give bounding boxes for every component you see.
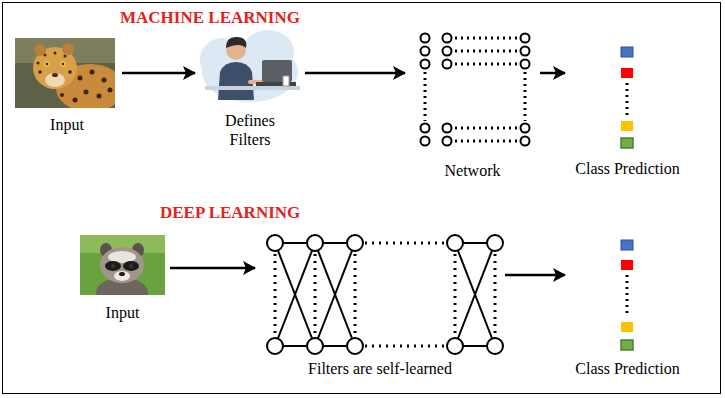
flow-arrow [170,267,255,270]
class-prediction-node: Class Prediction [565,40,690,178]
node-label: Class Prediction [575,159,679,178]
class-prediction-figure [621,240,633,350]
node-label: Filters are self-learned [308,359,452,378]
network-node: Network [405,30,540,180]
node-label: Input [50,115,84,134]
flow-arrow [305,72,405,75]
node-label: Network [445,161,501,180]
leopard-photo [15,38,115,108]
deep-network-node: Filters are self-learned [255,232,505,378]
node-label: Input [106,303,140,322]
section-heading: MACHINE LEARNING [120,8,300,28]
raccoon-photo [80,235,165,295]
deep-network-figure [267,235,503,354]
network-figure [421,34,530,146]
class-prediction-figure [621,47,633,148]
input-node: Input [75,232,170,322]
filter-design-node: Defines Filters [195,28,305,149]
flow-arrow [122,72,195,75]
person-illustration [200,30,300,102]
input-node: Input [12,36,122,134]
flow-arrow [540,72,565,75]
node-label: Defines Filters [210,111,290,149]
node-label: Class Prediction [575,359,679,378]
section-heading: DEEP LEARNING [160,203,300,223]
flow-arrow [505,274,565,277]
class-prediction-node: Class Prediction [565,232,690,378]
